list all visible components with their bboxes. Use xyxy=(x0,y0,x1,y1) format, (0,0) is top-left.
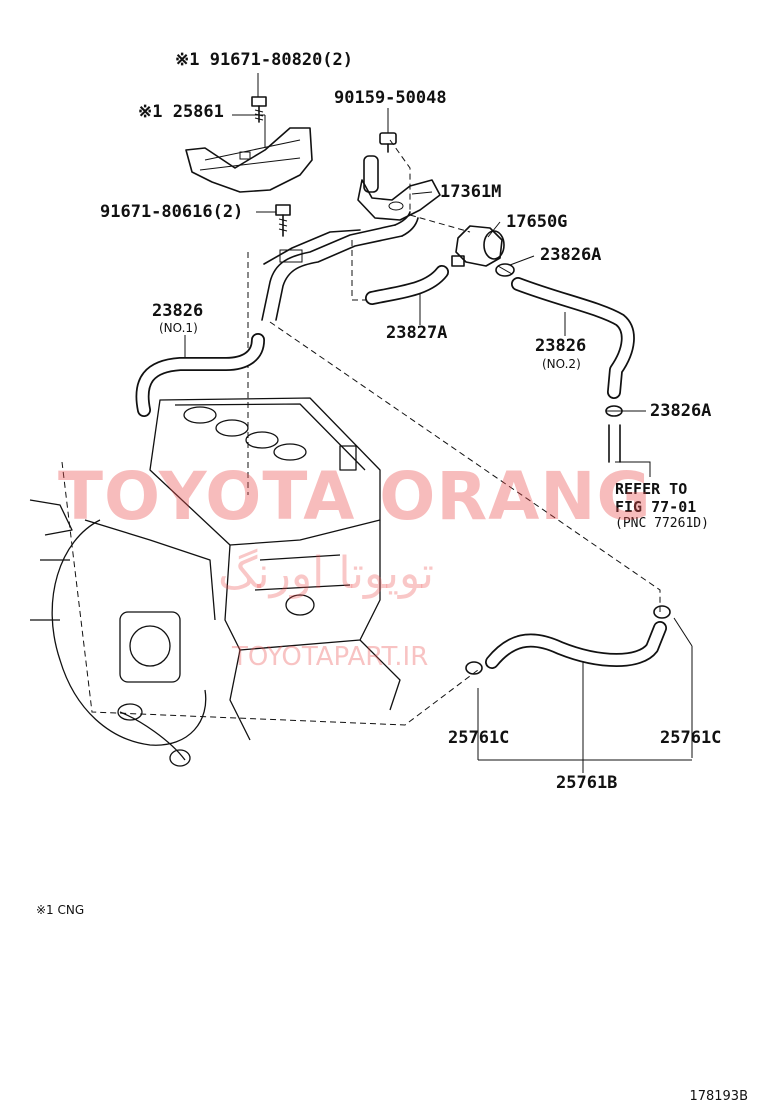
label-valve-17650g: 17650G xyxy=(506,212,568,232)
leader-lines xyxy=(184,73,693,773)
label-bracket-17361m: 17361M xyxy=(440,182,502,202)
clamp-25761c-right xyxy=(653,605,671,619)
figure-code: 178193B xyxy=(689,1089,748,1104)
watermark-main: TOYOTA ORANG xyxy=(58,458,652,535)
label-hose-23827a: 23827A xyxy=(386,323,448,343)
bracket-25861 xyxy=(185,127,313,193)
engine-block xyxy=(29,397,401,767)
hose-23826-no1 xyxy=(135,333,265,417)
bracket-17361m xyxy=(357,155,441,221)
metal-pipes xyxy=(261,211,419,321)
clamp-23826a-lower xyxy=(605,405,623,417)
label-clamp-23826a-upper: 23826A xyxy=(540,245,602,265)
clamp-25761c-left xyxy=(465,661,483,675)
refer-note: REFER TO FIG 77-01 (PNC 77261D) xyxy=(615,480,709,532)
label-hose-25761b: 25761B xyxy=(556,773,618,793)
dashed-lines xyxy=(61,139,661,726)
label-bolt-90159-50048: 90159-50048 xyxy=(334,88,447,108)
watermark-farsi: تویوتا اورنگ xyxy=(218,548,434,599)
label-bolt-91671-80820: ※1 91671-80820(2) xyxy=(175,50,354,70)
clamp-23826a-upper xyxy=(495,263,515,277)
label-bolt-91671-80616: 91671-80616(2) xyxy=(100,202,244,222)
footnote: ※1 CNG xyxy=(36,903,85,917)
hose-23827a xyxy=(365,265,449,305)
hose-refer xyxy=(608,424,621,463)
label-clamp-25761c-left: 25761C xyxy=(448,728,510,748)
valve-17650g xyxy=(451,225,505,267)
refer-line1: REFER TO xyxy=(615,480,688,498)
bolt-91671-80820 xyxy=(251,96,267,123)
label-clamp-25761c-right: 25761C xyxy=(660,728,722,748)
label-bracket-25861: ※1 25861 xyxy=(138,102,224,122)
bolt-90159-50048 xyxy=(379,132,397,153)
hose-25761b xyxy=(485,621,667,669)
label-hose-23826-no2: 23826 xyxy=(535,336,587,356)
label-clamp-23826a-lower: 23826A xyxy=(650,401,712,421)
label-hose-23826-no2-sub: (NO.2) xyxy=(542,357,581,371)
label-hose-23826-no1-sub: (NO.1) xyxy=(159,321,198,335)
refer-line2: FIG 77-01 xyxy=(615,498,697,516)
label-hose-23826-no1: 23826 xyxy=(152,301,204,321)
watermark-url: TOYOTAPART.IR xyxy=(232,642,429,672)
bolt-91671-80616 xyxy=(275,204,291,237)
hose-23826-no2 xyxy=(511,277,635,399)
refer-line3: (PNC 77261D) xyxy=(615,516,709,531)
